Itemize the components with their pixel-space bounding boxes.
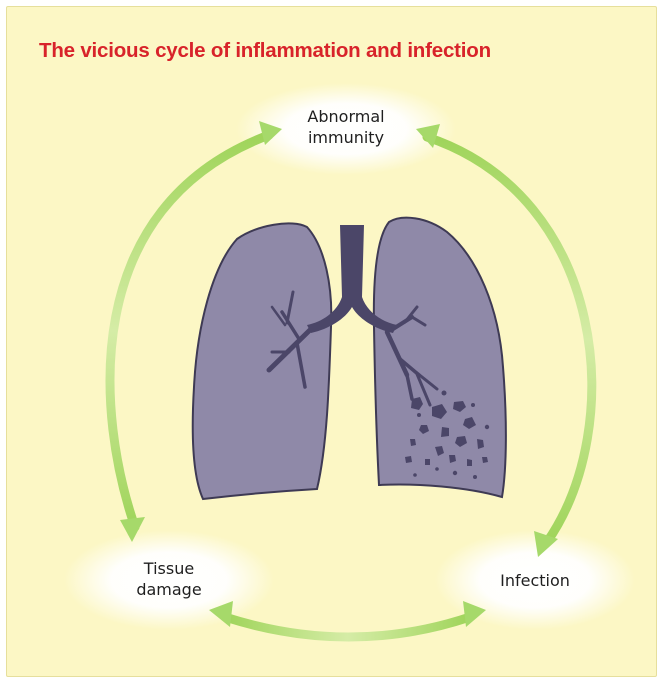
node-abnormal-immunity: Abnormal immunity: [286, 106, 406, 148]
node-label-line: immunity: [286, 127, 406, 148]
node-label-line: damage: [119, 579, 219, 600]
right-lung: [374, 218, 506, 497]
node-label-line: Tissue: [119, 558, 219, 579]
node-label-line: Abnormal: [286, 106, 406, 127]
node-tissue-damage: Tissue damage: [119, 558, 219, 600]
lungs-icon: [193, 218, 506, 499]
left-lung: [193, 223, 332, 499]
diagram-panel: The vicious cycle of inflammation and in…: [6, 6, 657, 677]
node-label-line: Infection: [480, 570, 590, 591]
node-infection: Infection: [480, 570, 590, 591]
